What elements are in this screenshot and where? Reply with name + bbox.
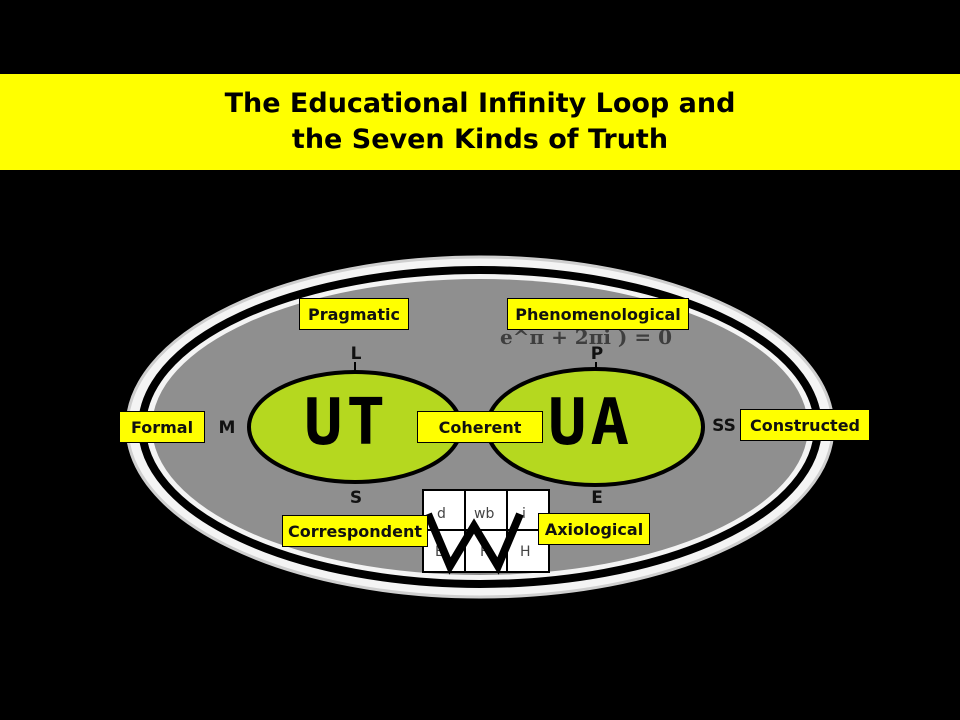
letter-ss: SS [707,414,741,438]
letter-m: M [212,416,242,440]
left-lobe-text: UT [304,386,389,460]
letter-e: E [584,486,610,510]
label-formal: Formal [119,411,205,443]
label-correspondent: Correspondent [282,515,428,547]
letter-p: P [584,342,610,366]
letter-l: L [343,342,369,366]
letter-s: S [343,486,369,510]
grid-cell: d [437,506,446,522]
grid-box: d wb i E F H [423,490,549,572]
grid-cell: H [520,544,531,560]
grid-cell: wb [474,506,494,522]
label-axiological: Axiological [538,513,650,545]
grid-cell: i [522,506,526,522]
label-constructed: Constructed [740,409,870,441]
label-phenomenological: Phenomenological [507,298,689,330]
label-pragmatic: Pragmatic [299,298,409,330]
label-coherent: Coherent [417,411,543,443]
right-lobe-text: UA [548,386,633,460]
